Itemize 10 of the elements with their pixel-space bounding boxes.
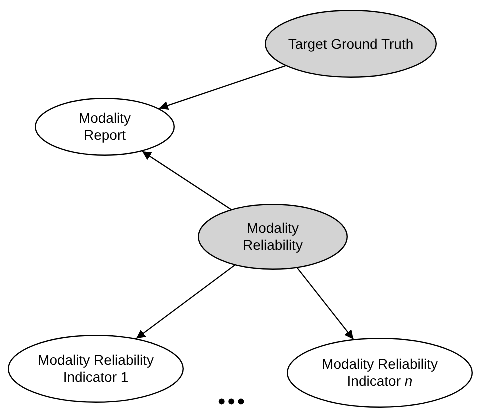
node-label: Modality Reliability Indicator n xyxy=(321,356,439,390)
node-label: Modality Reliability xyxy=(242,220,304,254)
node-label: Target Ground Truth xyxy=(287,36,415,52)
node-label: Modality Report xyxy=(78,110,132,144)
arrow xyxy=(159,66,286,110)
ellipsis-dots: ••• xyxy=(218,391,248,413)
arrow xyxy=(297,268,354,340)
arrow xyxy=(136,264,236,340)
arrow xyxy=(142,151,232,210)
node-label: Modality Reliability Indicator 1 xyxy=(37,352,155,386)
